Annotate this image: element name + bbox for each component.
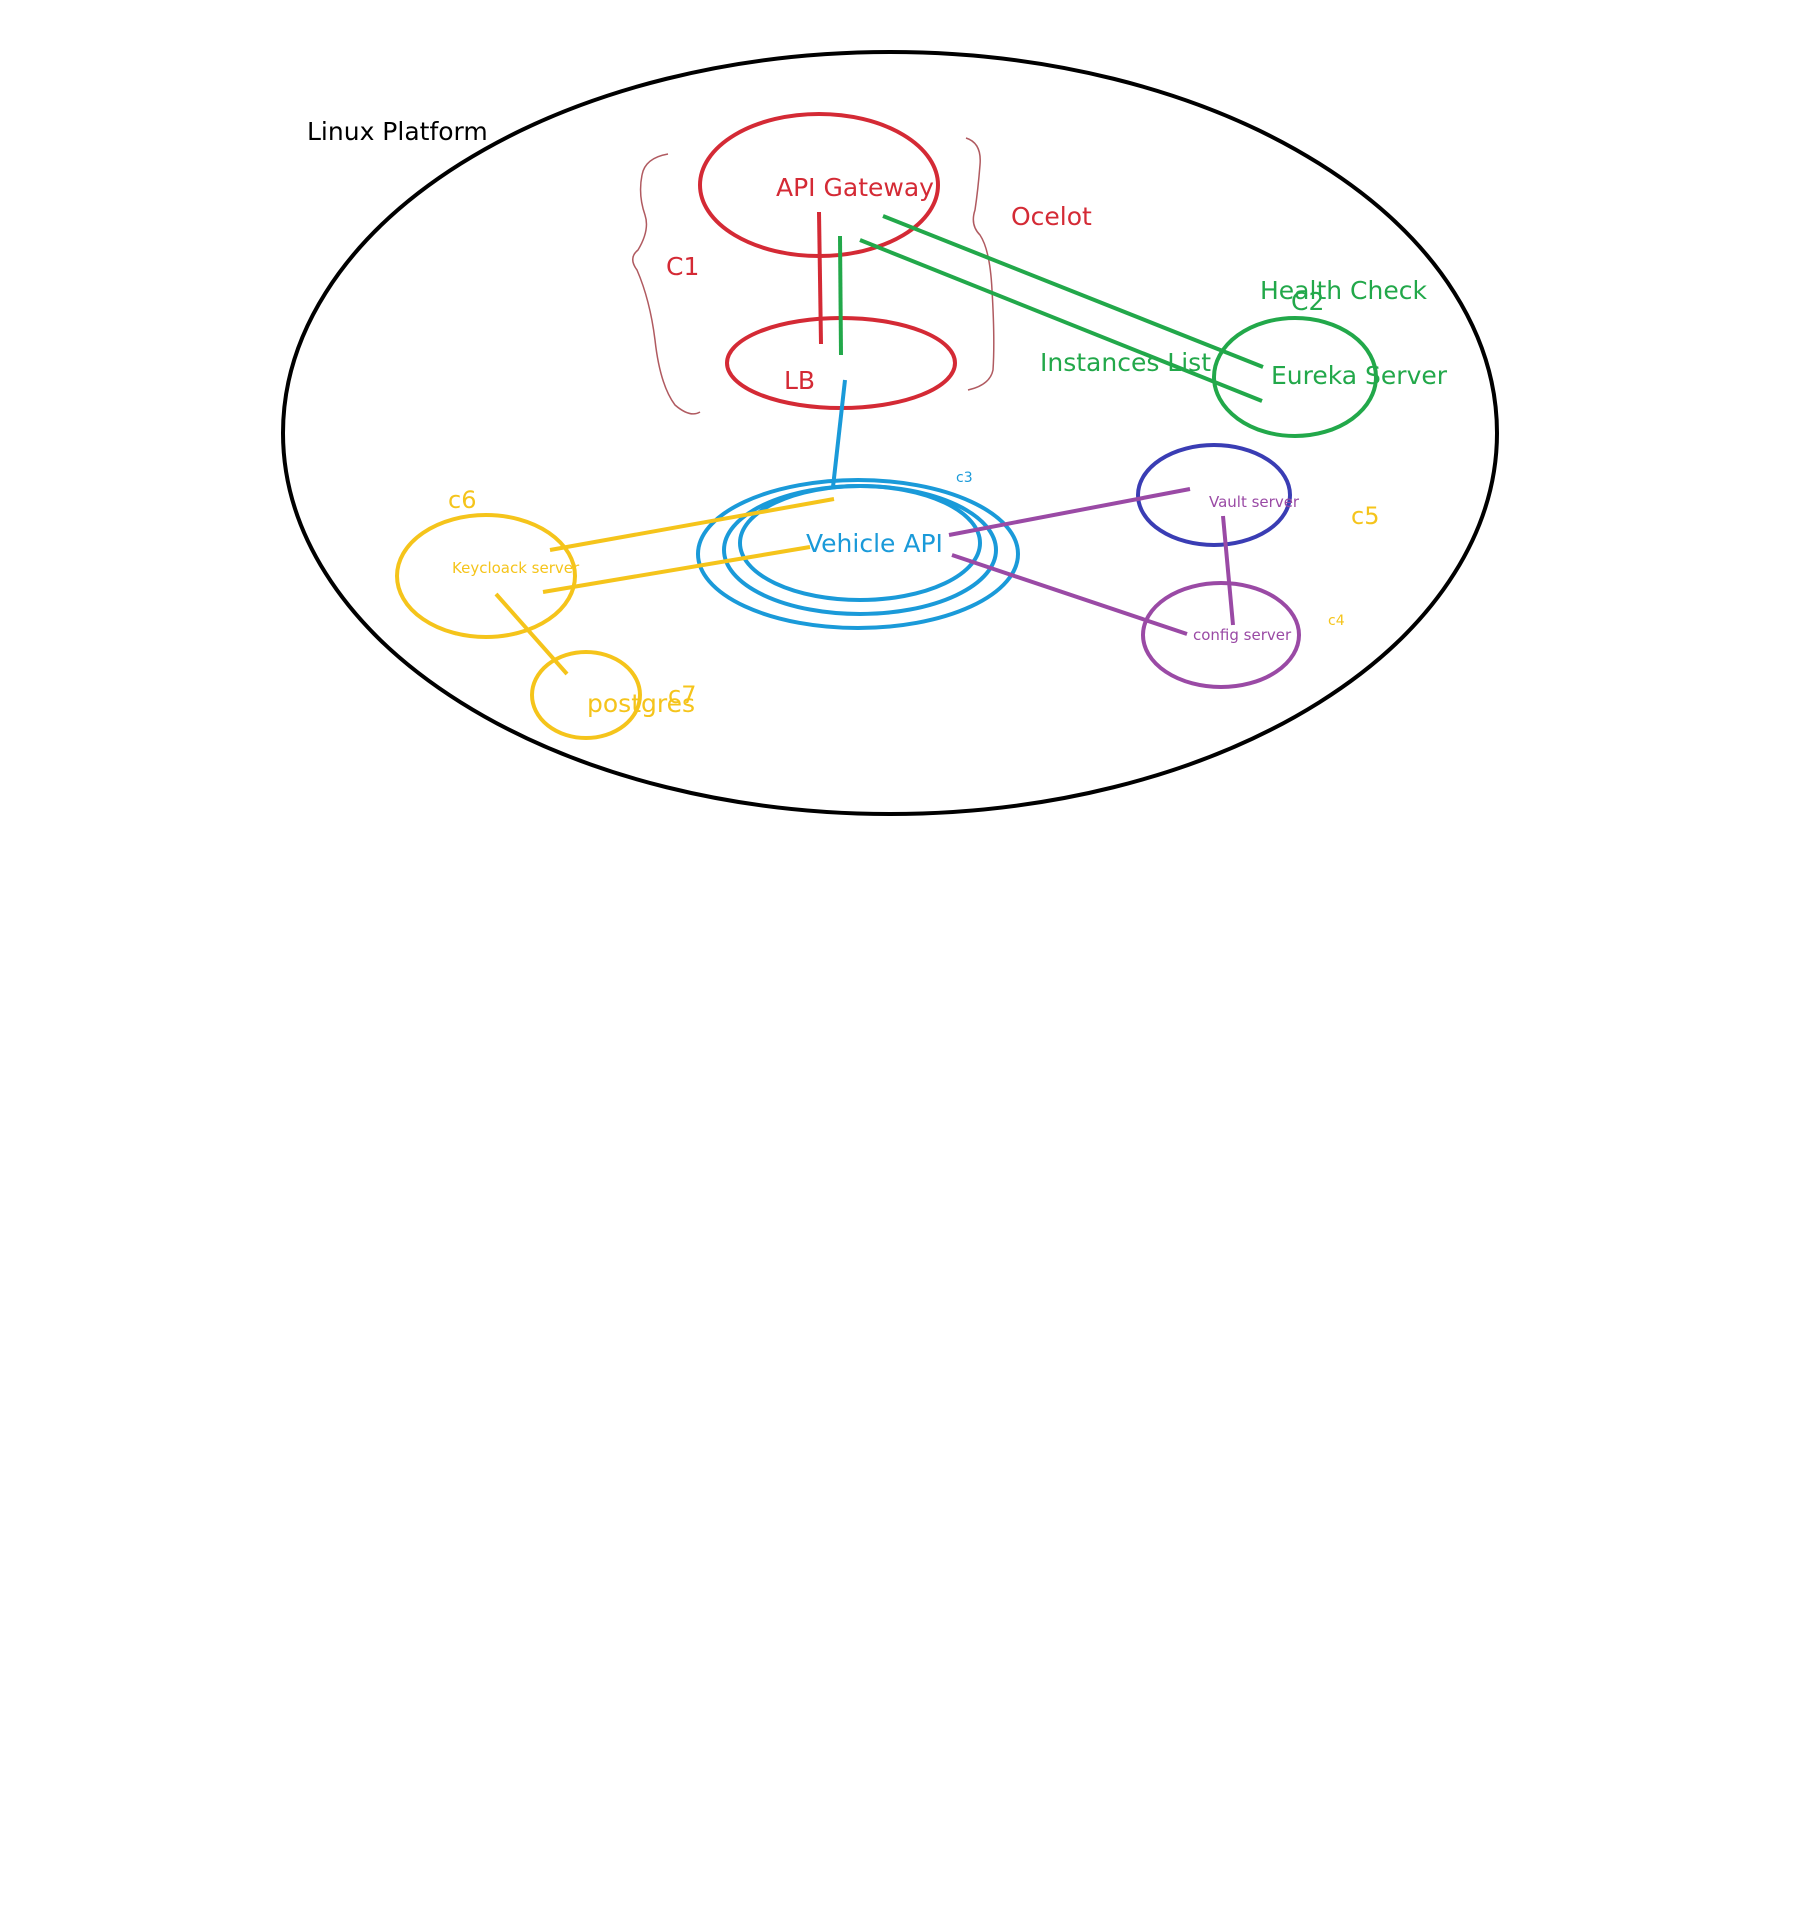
vehicle-api-ellipse-inner — [738, 484, 982, 602]
config-server-label: config server — [1193, 626, 1292, 644]
health-check-label: Health Check — [1260, 276, 1427, 305]
vault-server-ellipse — [1136, 443, 1292, 547]
config-server-ellipse — [1141, 581, 1301, 689]
c6-group-label: c6 — [448, 486, 476, 514]
vehicle-vault-connector — [948, 487, 1191, 537]
vault-server-label: Vault server — [1209, 493, 1300, 511]
gateway-lb-connector — [817, 211, 823, 345]
c5-group-label: c5 — [1351, 502, 1379, 530]
c3-group-label: c3 — [956, 470, 973, 486]
platform-label: Linux Platform — [307, 117, 488, 146]
eureka-server-ellipse — [1212, 316, 1378, 438]
lb-label: LB — [784, 366, 815, 395]
keycloak-server-label: Keycloack server — [452, 559, 580, 577]
c2-group-label: C2 — [1291, 287, 1324, 316]
linux-platform-boundary — [281, 50, 1499, 816]
c4-group-label: c4 — [1328, 613, 1345, 629]
eureka-server-label: Eureka Server — [1271, 361, 1448, 390]
ocelot-label: Ocelot — [1011, 202, 1092, 231]
instances-list-connector — [859, 238, 1263, 403]
vehicle-api-ellipse-outer — [696, 478, 1020, 630]
api-gateway-label: API Gateway — [776, 173, 934, 202]
keycloak-vehicle-connector-bottom — [542, 545, 811, 594]
keycloak-server-ellipse — [395, 513, 577, 639]
c1-group-label: C1 — [666, 252, 699, 281]
instances-list-label: Instances List — [1040, 348, 1211, 377]
vehicle-api-label: Vehicle API — [806, 529, 943, 558]
postgres-ellipse — [530, 650, 642, 740]
c1-left-brace — [632, 153, 701, 415]
lb-vehicle-connector — [831, 379, 847, 488]
vault-config-connector — [1221, 515, 1235, 626]
keycloak-postgres-connector — [494, 592, 569, 676]
gateway-lb-health-connector — [838, 235, 843, 356]
health-check-connector — [882, 214, 1264, 369]
vehicle-config-connector — [951, 553, 1188, 636]
c7-group-label: c7 — [668, 681, 696, 709]
c1-right-brace — [965, 137, 995, 391]
keycloak-vehicle-connector-top — [549, 497, 835, 552]
postgres-label: postgres — [587, 689, 695, 718]
